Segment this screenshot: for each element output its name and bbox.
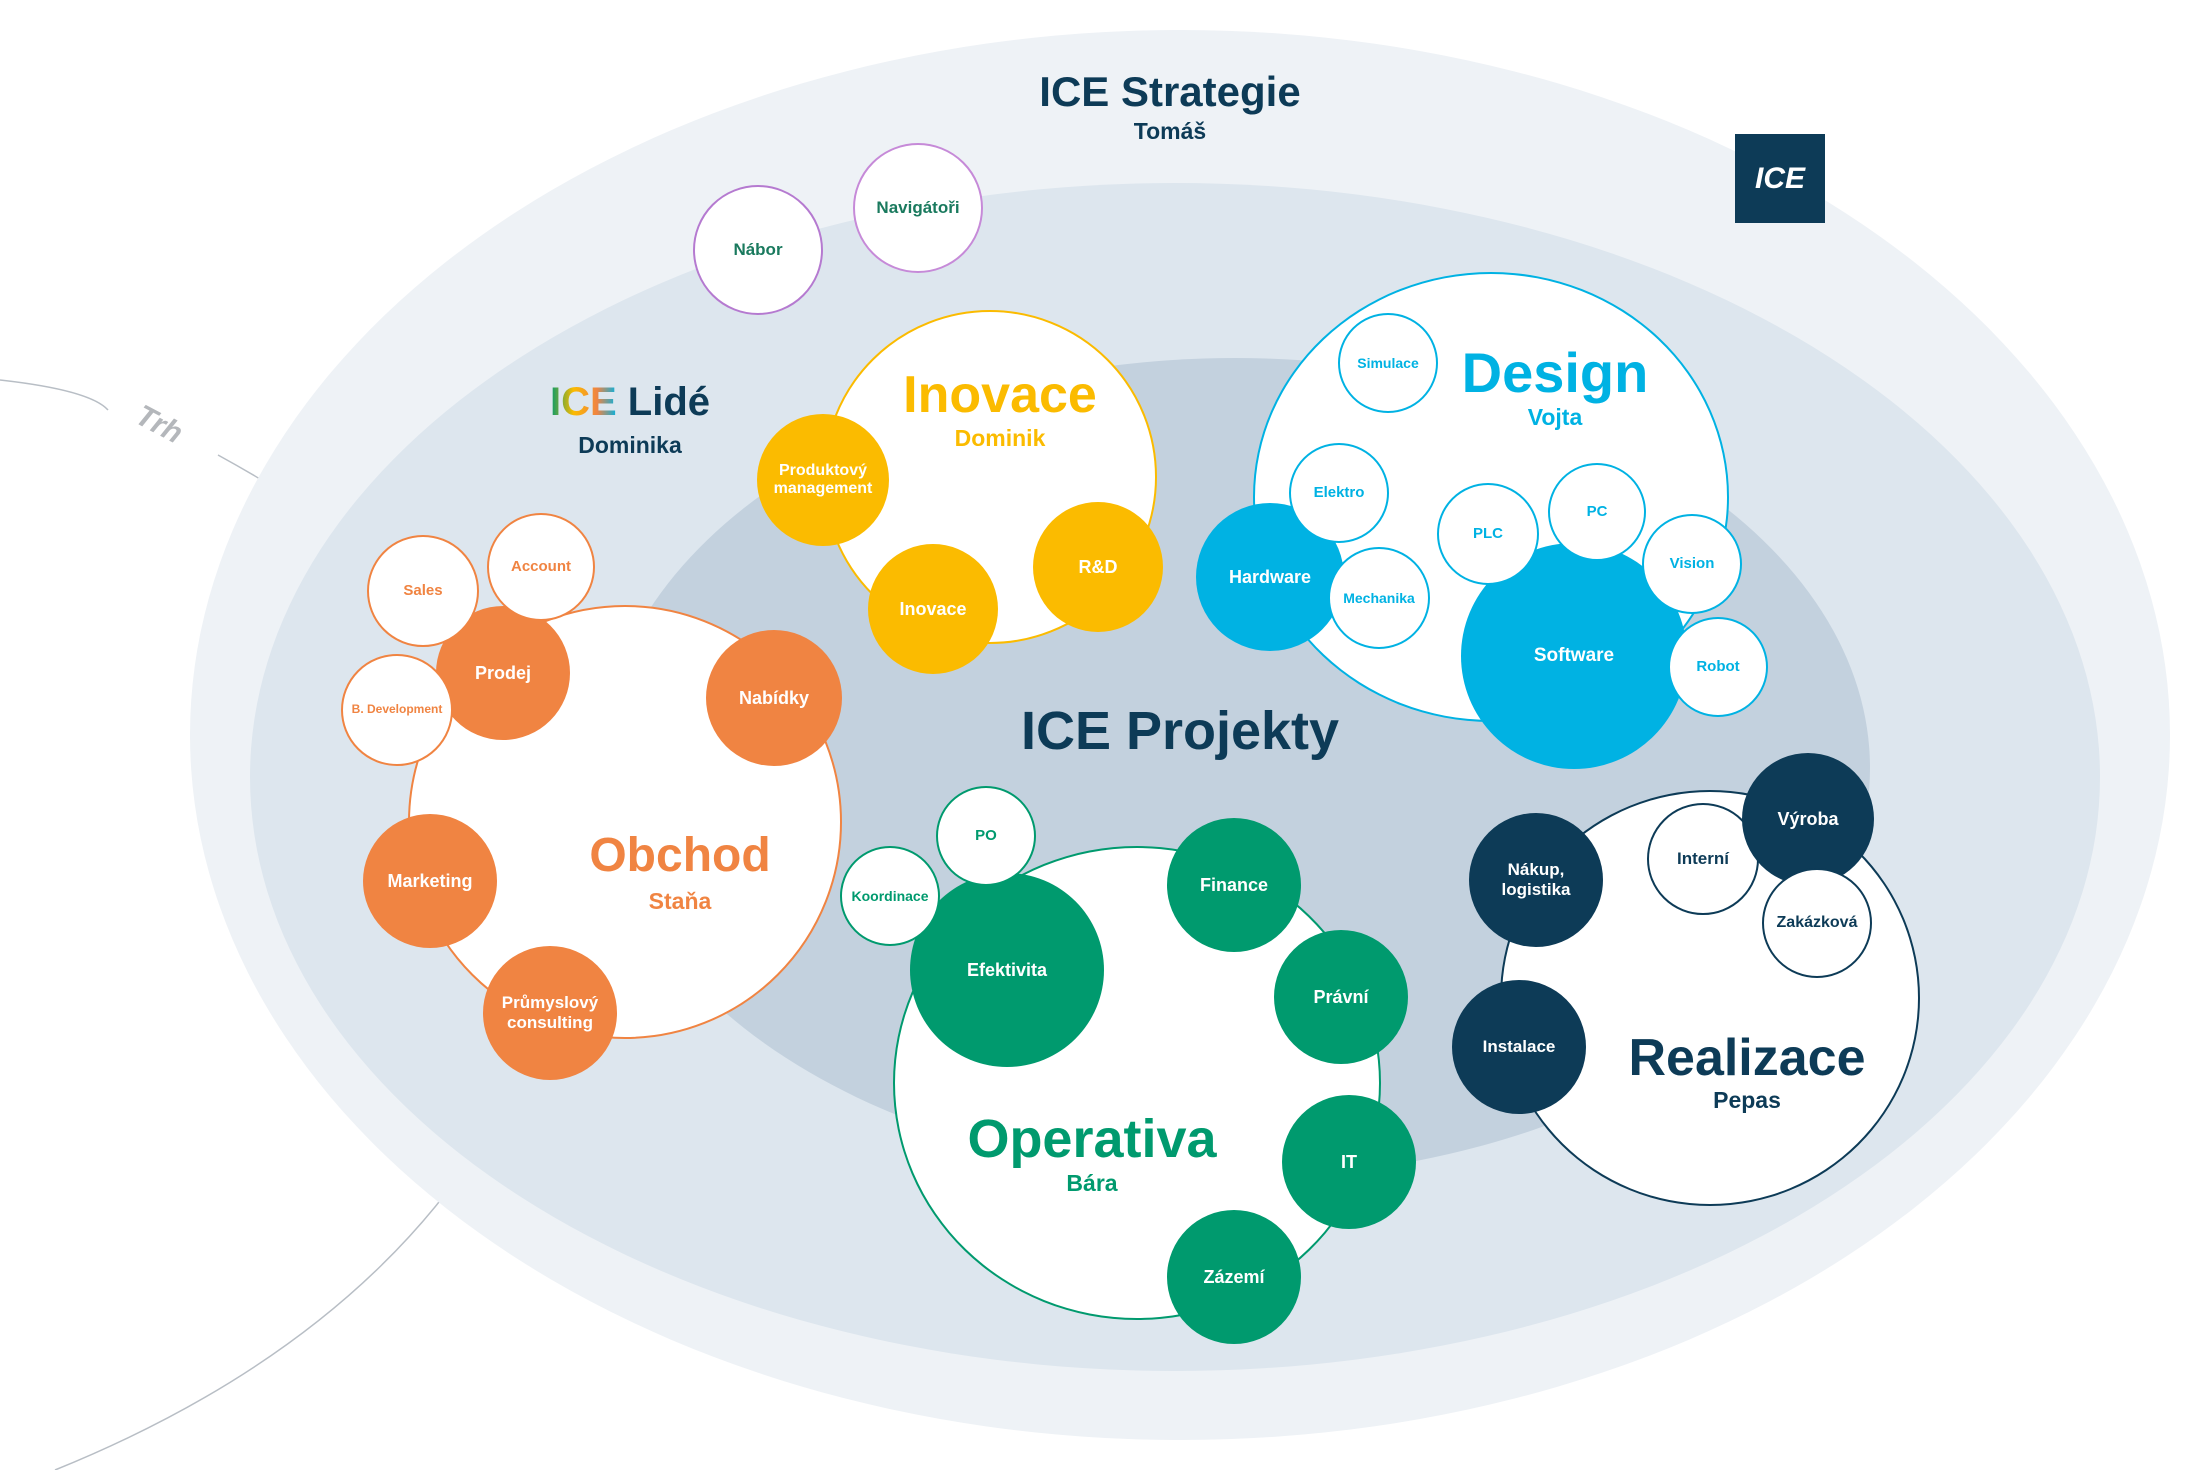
lide-lead: Dominika	[578, 432, 682, 458]
unit-zazemi[interactable]: Zázemí	[1167, 1210, 1301, 1344]
unit-prumyslovy-consulting[interactable]: Průmyslový consulting	[483, 946, 617, 1080]
unit-produktovy-management[interactable]: Produktový management	[757, 414, 889, 546]
unit-account[interactable]: Account	[487, 513, 595, 621]
unit-finance[interactable]: Finance	[1167, 818, 1301, 952]
unit-efektivita[interactable]: Efektivita	[910, 873, 1104, 1067]
unit-plc[interactable]: PLC	[1437, 483, 1539, 585]
unit-sales[interactable]: Sales	[367, 535, 479, 647]
unit-b-development[interactable]: B. Development	[341, 654, 453, 766]
unit-pc[interactable]: PC	[1548, 463, 1646, 561]
strategie-lead: Tomáš	[1133, 118, 1207, 144]
unit-mechanika[interactable]: Mechanika	[1328, 547, 1430, 649]
lide-title-rest: Lidé	[627, 380, 711, 424]
inovace-lead: Dominik	[954, 425, 1046, 451]
ice-logo-text: ICE	[1754, 161, 1805, 195]
ice-logo: ICE	[1735, 134, 1825, 223]
unit-vision[interactable]: Vision	[1642, 514, 1742, 614]
unit-marketing[interactable]: Marketing	[363, 814, 497, 948]
projekty-title: ICE Projekty	[1020, 701, 1340, 761]
unit-po[interactable]: PO	[936, 786, 1036, 886]
operativa-lead: Bára	[1066, 1170, 1118, 1196]
obchod-lead: Staňa	[648, 888, 712, 914]
unit-inovace[interactable]: Inovace	[868, 544, 998, 674]
unit-robot[interactable]: Robot	[1668, 617, 1768, 717]
unit-nabor[interactable]: Nábor	[693, 185, 823, 315]
unit-koordinace[interactable]: Koordinace	[840, 846, 940, 946]
design-lead: Vojta	[1527, 404, 1583, 430]
unit-hardware[interactable]: Hardware	[1196, 503, 1344, 651]
lide-title-ice: ICE	[549, 380, 617, 424]
unit-zakazkova[interactable]: Zakázková	[1762, 868, 1872, 978]
unit-nakup-logistika[interactable]: Nákup, logistika	[1469, 813, 1603, 947]
inovace-title: Inovace	[903, 366, 1097, 424]
unit-simulace[interactable]: Simulace	[1338, 313, 1438, 413]
unit-elektro[interactable]: Elektro	[1289, 443, 1389, 543]
unit-pravni[interactable]: Právní	[1274, 930, 1408, 1064]
operativa-title: Operativa	[967, 1109, 1217, 1169]
unit-interni[interactable]: Interní	[1647, 803, 1759, 915]
lide-title: ICE Lidé	[480, 380, 780, 425]
obchod-title: Obchod	[589, 829, 771, 882]
unit-nabidky[interactable]: Nabídky	[706, 630, 842, 766]
realizace-title: Realizace	[1628, 1029, 1866, 1087]
unit-rd[interactable]: R&D	[1033, 502, 1163, 632]
unit-vyroba[interactable]: Výroba	[1742, 753, 1874, 885]
unit-it[interactable]: IT	[1282, 1095, 1416, 1229]
design-title: Design	[1461, 341, 1649, 404]
unit-navigatori[interactable]: Navigátoři	[853, 143, 983, 273]
realizace-lead: Pepas	[1713, 1087, 1781, 1113]
unit-instalace[interactable]: Instalace	[1452, 980, 1586, 1114]
strategie-title: ICE Strategie	[1039, 68, 1301, 115]
